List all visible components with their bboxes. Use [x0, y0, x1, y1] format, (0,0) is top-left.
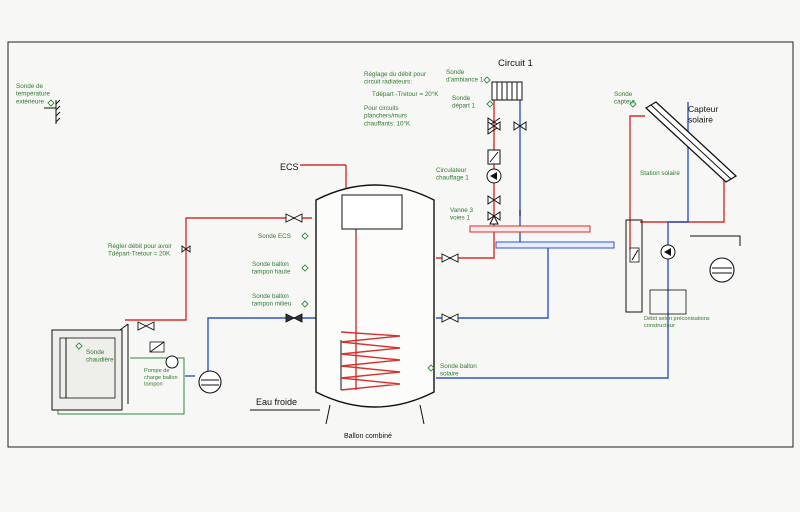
label-line: Sonde	[452, 95, 471, 102]
label-line: Circulateur	[436, 167, 466, 174]
label-line: planchers/murs	[364, 113, 407, 120]
outdoor-sensor	[44, 99, 61, 124]
ecs-title: ECS	[280, 162, 299, 172]
circuit1-valve-group	[486, 117, 527, 225]
label-line: Sonde	[614, 91, 633, 98]
label-line: chauffage 1	[436, 175, 469, 182]
label-line: extérieure	[16, 98, 44, 105]
label-line: Débit selon préconisations	[644, 316, 710, 322]
eau-froide-title: Eau froide	[256, 397, 297, 407]
label-line: Sonde de	[16, 83, 43, 90]
label-line: Pour circuits	[364, 105, 399, 112]
label-line: Sonde	[446, 69, 465, 76]
label-line: solaire	[440, 371, 459, 378]
cold-manifold	[495, 241, 615, 249]
label-line: tampon	[144, 382, 163, 388]
label-line: Réglage du débit pour	[364, 71, 426, 78]
label-sonde-ecs: Sonde ECS	[258, 233, 291, 240]
label-line: circuit radiateurs:	[364, 79, 412, 86]
label-line: départ 1	[452, 103, 476, 110]
label-line: Vanne 3	[450, 207, 473, 214]
label-line: Tdépart-Tretour = 20K	[108, 251, 171, 258]
label-line: tampon haute	[252, 269, 291, 276]
label-line: Sonde	[86, 349, 105, 356]
boiler-pump-group	[137, 321, 222, 394]
radiator	[491, 81, 523, 101]
diagram-labels: Circuit 1 ECS Eau froide Ballon combiné …	[16, 58, 718, 440]
outer-frame	[7, 41, 794, 448]
label-line: Sonde ballon	[252, 261, 289, 268]
label-line: tampon milieu	[252, 301, 292, 308]
label-line: Pompe de	[144, 368, 170, 374]
label-line: chauffants: 10°K	[364, 119, 411, 127]
hot-manifold	[469, 225, 591, 233]
sensor-markers	[47, 76, 637, 372]
ballon-title: Ballon combiné	[344, 433, 392, 440]
label-line: solaire	[688, 114, 713, 124]
label-line: Capteur	[688, 104, 718, 114]
boiler	[51, 323, 129, 411]
circuit1-title: Circuit 1	[498, 58, 533, 69]
label-line: capteur	[614, 99, 635, 106]
label-line: température	[16, 91, 50, 98]
solar-station	[625, 219, 741, 315]
label-line: d'ambiance 1	[446, 77, 484, 84]
label-tdepart-20: Tdépart -Tretour = 20°K	[372, 90, 439, 98]
buffer-tank	[250, 184, 435, 425]
label-line: Sonde ballon	[440, 363, 477, 370]
label-line: chaudière	[86, 357, 114, 364]
label-line: charge ballon	[144, 375, 178, 381]
label-station-solaire: Station solaire	[640, 170, 680, 177]
solar-collector	[644, 101, 738, 183]
label-line: Sonde ballon	[252, 293, 289, 300]
label-line: Régler débit pour avoir	[108, 243, 172, 250]
tank-valves	[181, 213, 459, 323]
label-line: constructeur	[644, 323, 675, 329]
label-line: voies 1	[450, 215, 470, 222]
